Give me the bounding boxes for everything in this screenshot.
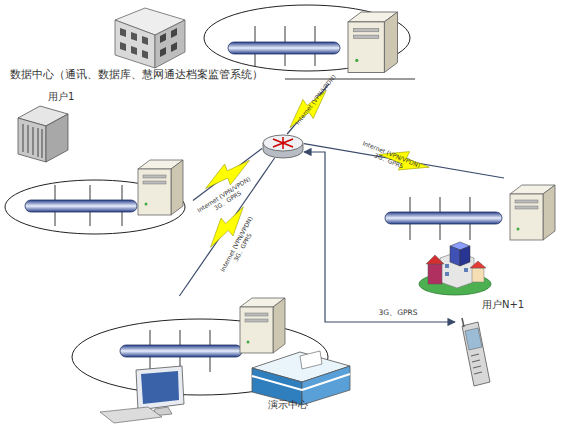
router-symbol — [263, 135, 303, 158]
lan-bus — [385, 197, 502, 240]
lan-bus-part — [120, 345, 242, 357]
link-label: Internet (VPN/VPDN) 3G、GPRS — [357, 139, 423, 177]
building-symbol — [252, 351, 350, 405]
baseline-rule — [285, 79, 415, 80]
mobile-phone-symbol-part — [465, 328, 482, 350]
mobile-phone-symbol-part — [462, 318, 464, 327]
demo-center-site: 演示中心 — [73, 296, 353, 426]
building-symbol-part — [252, 374, 350, 390]
link-label: Internet (VPN/VPDN) 3G、GPRS — [218, 214, 261, 279]
lan-bus-part — [385, 212, 502, 224]
monitor-symbol-part — [141, 371, 179, 404]
datacenter-building-part — [160, 28, 177, 57]
router-symbol-part — [263, 135, 303, 151]
building-symbol-part — [460, 246, 470, 266]
monitor-symbol-part — [100, 407, 162, 423]
site-label: 用户N+1 — [482, 299, 524, 311]
server-symbol — [348, 12, 398, 73]
server-symbol — [138, 160, 183, 215]
datacenter-site: 数据中心（通讯、数据库、慧网通达档案监管系统） — [5, 2, 415, 84]
lan-bus-part — [228, 42, 340, 54]
workstation-symbol — [18, 106, 68, 162]
mobile-phone-symbol-part — [462, 322, 490, 386]
workstation-symbol-part — [46, 114, 68, 162]
workstation-symbol-part — [18, 118, 46, 162]
building-symbol-part — [445, 264, 468, 276]
building-symbol-part — [302, 366, 350, 405]
building-symbol-part — [428, 264, 442, 284]
site-label: 用户1 — [48, 91, 74, 103]
building-symbol-part — [426, 255, 444, 264]
router-node — [262, 134, 304, 158]
lan-bus-part — [25, 200, 137, 212]
monitor-symbol-part — [136, 366, 184, 410]
user-site: 用户N+1 — [378, 178, 558, 318]
datacenter-building — [115, 8, 185, 68]
building-symbol — [419, 242, 491, 295]
mobile-phone-symbol-part — [471, 354, 482, 374]
network-link — [304, 152, 455, 322]
link-label: 3G、GPRS — [379, 309, 418, 318]
link-label: Internet (VPN/VPDN) 3G、GPRS — [194, 175, 257, 222]
datacenter-building-part — [115, 20, 155, 68]
user-site: 用户1 — [3, 88, 193, 238]
building-symbol-part — [472, 268, 484, 282]
lan-bus — [228, 26, 340, 66]
link-label: Internet (VPN/VPDN) — [293, 72, 339, 128]
site-label: 数据中心（通讯、数据库、慧网通达档案监管系统） — [10, 68, 263, 81]
lan-bus — [25, 185, 137, 226]
server-symbol — [240, 298, 285, 353]
router-symbol-part — [273, 137, 293, 149]
building-symbol-part — [470, 261, 486, 268]
datacenter-building-part — [120, 28, 148, 59]
mobile-phone-node — [455, 315, 490, 385]
monitor-symbol — [100, 366, 184, 423]
network-link — [179, 158, 274, 296]
server-symbol — [510, 185, 555, 240]
site-label: 演示中心 — [268, 399, 308, 411]
mobile-phone-symbol — [462, 318, 490, 386]
datacenter-building-part — [155, 20, 185, 68]
building-symbol-part — [300, 351, 322, 369]
workstation-symbol-part — [23, 124, 42, 158]
building-symbol-part — [450, 246, 460, 266]
